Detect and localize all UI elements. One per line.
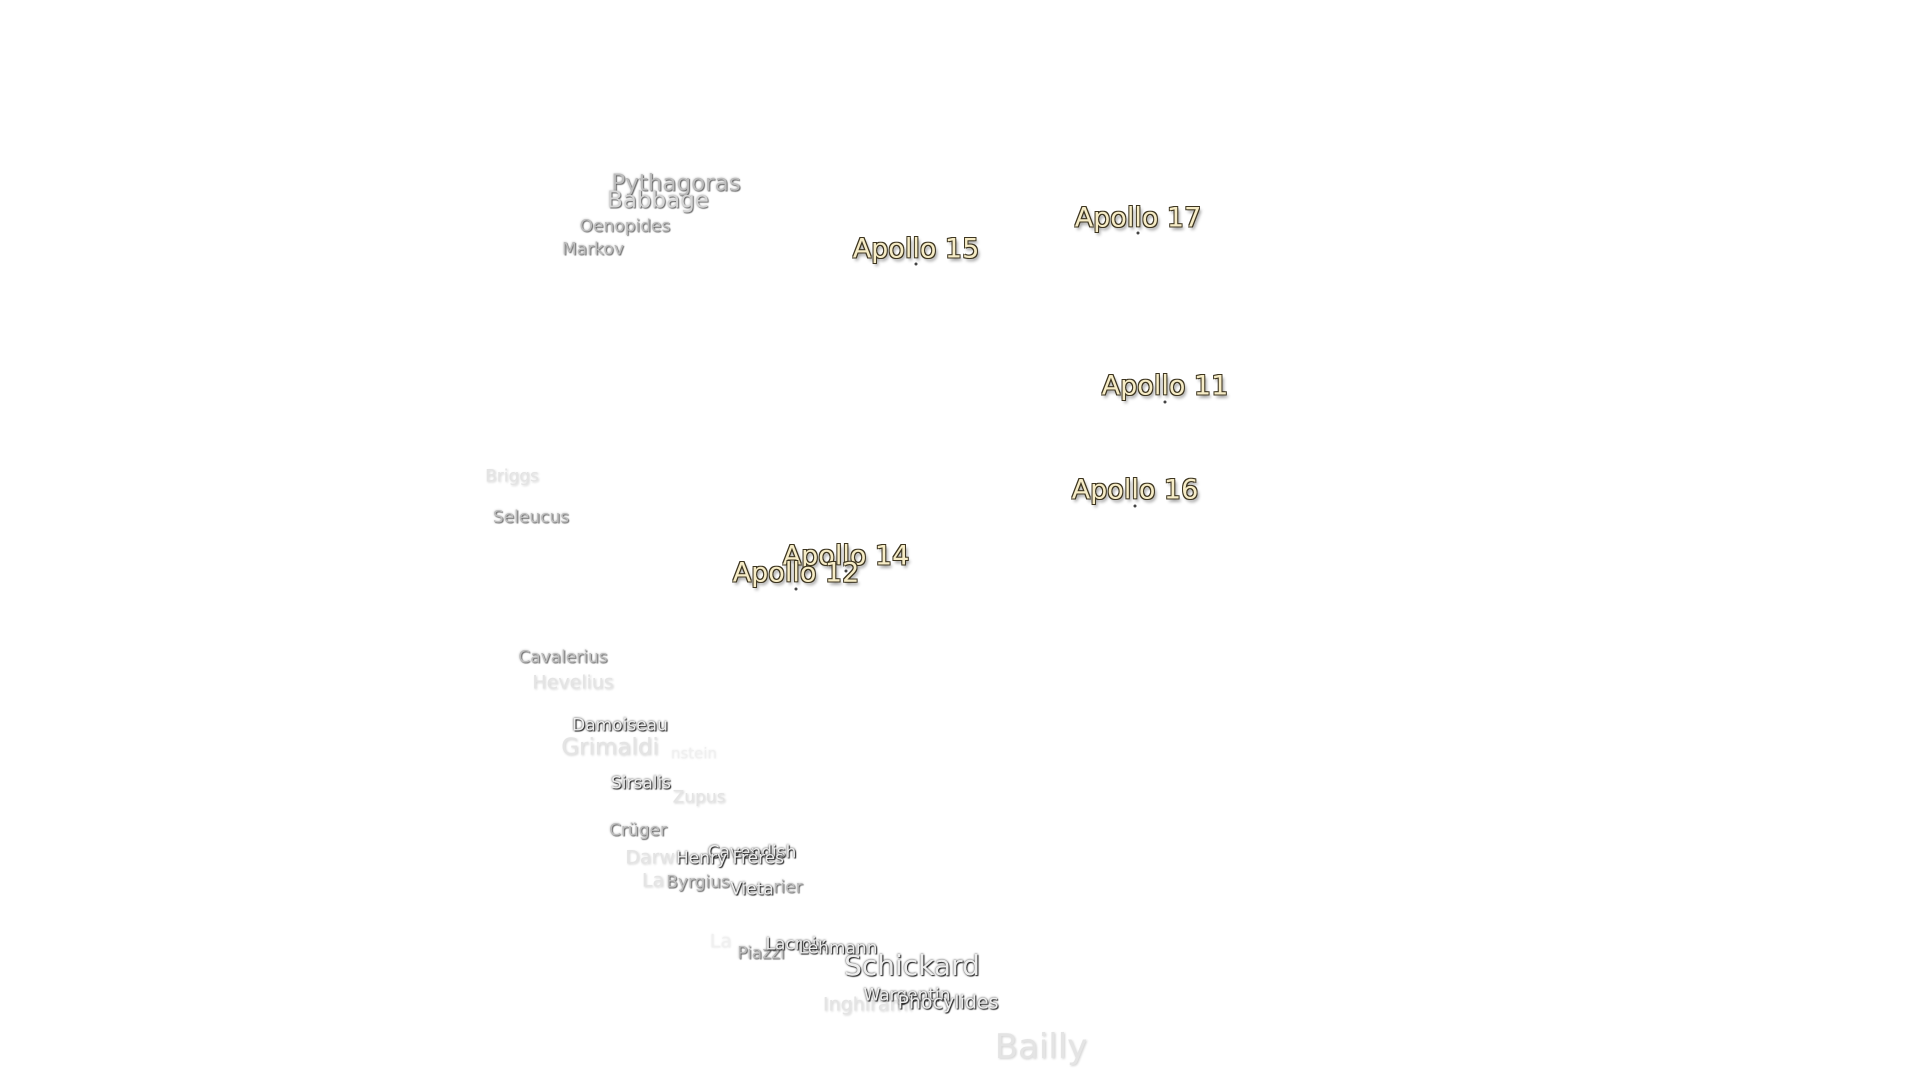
crater-label-seleucus[interactable]: Seleucus: [492, 507, 570, 528]
crater-label-inghirami[interactable]: Inghirami: [822, 993, 914, 1016]
apollo-11-marker[interactable]: [1163, 400, 1167, 404]
crater-label-zupus[interactable]: Zupus: [672, 787, 726, 808]
apollo-14-marker[interactable]: [844, 569, 848, 573]
apollo-17-label[interactable]: Apollo 17: [1074, 202, 1202, 234]
apollo-14-label[interactable]: Apollo 14: [782, 540, 910, 572]
crater-label-cavendish[interactable]: Cavendish: [707, 842, 797, 863]
crater-label-oenopides[interactable]: Oenopides: [579, 216, 671, 237]
crater-label-babbage[interactable]: Babbage: [607, 187, 709, 214]
apollo-12-marker[interactable]: [794, 587, 798, 591]
crater-label-bailly[interactable]: Bailly: [994, 1027, 1088, 1067]
crater-label-cruger[interactable]: Crüger: [609, 820, 667, 841]
crater-label-grimaldi[interactable]: Grimaldi: [561, 734, 659, 761]
crater-label-lacroix[interactable]: Lacroix: [765, 934, 827, 955]
crater-label-pythagoras[interactable]: Pythagoras: [611, 170, 741, 197]
apollo-15-label[interactable]: Apollo 15: [852, 233, 980, 265]
crater-label-byrgius[interactable]: Byrgius: [666, 872, 730, 893]
crater-label-sirsalis[interactable]: Sirsalis: [610, 773, 672, 794]
crater-label-henry-freres[interactable]: Henry Frères: [675, 848, 785, 869]
crater-label-phocylides[interactable]: Phocylides: [897, 991, 999, 1014]
crater-label-cavalerius[interactable]: Cavalerius: [518, 647, 608, 668]
crater-label-lehmann[interactable]: Lehmann: [798, 938, 878, 959]
apollo-16-label[interactable]: Apollo 16: [1071, 474, 1199, 506]
crater-label-piazzi[interactable]: Piazzi: [737, 943, 785, 964]
crater-label-hevelius[interactable]: Hevelius: [532, 671, 614, 694]
crater-label-rocca[interactable]: nstein: [670, 744, 718, 763]
crater-label-markov[interactable]: Markov: [562, 239, 624, 260]
crater-label-mersenius[interactable]: rier: [773, 877, 803, 898]
crater-label-lagalla[interactable]: La: [709, 930, 733, 953]
crater-label-darwin[interactable]: Darw: [625, 846, 675, 869]
apollo-12-label[interactable]: Apollo 12: [732, 557, 860, 589]
apollo-15-marker[interactable]: [914, 262, 918, 266]
apollo-16-marker[interactable]: [1133, 504, 1137, 508]
crater-label-schickard[interactable]: Schickard: [844, 949, 980, 982]
crater-label-briggs[interactable]: Briggs: [485, 466, 539, 487]
crater-label-vieta[interactable]: Vieta: [730, 879, 774, 900]
crater-label-lamarck[interactable]: La: [641, 869, 665, 892]
crater-label-wargentin[interactable]: Wargentin: [863, 985, 951, 1006]
crater-label-damoiseau[interactable]: Damoiseau: [572, 715, 668, 736]
apollo-17-marker[interactable]: [1136, 231, 1140, 235]
apollo-11-label[interactable]: Apollo 11: [1101, 370, 1229, 402]
